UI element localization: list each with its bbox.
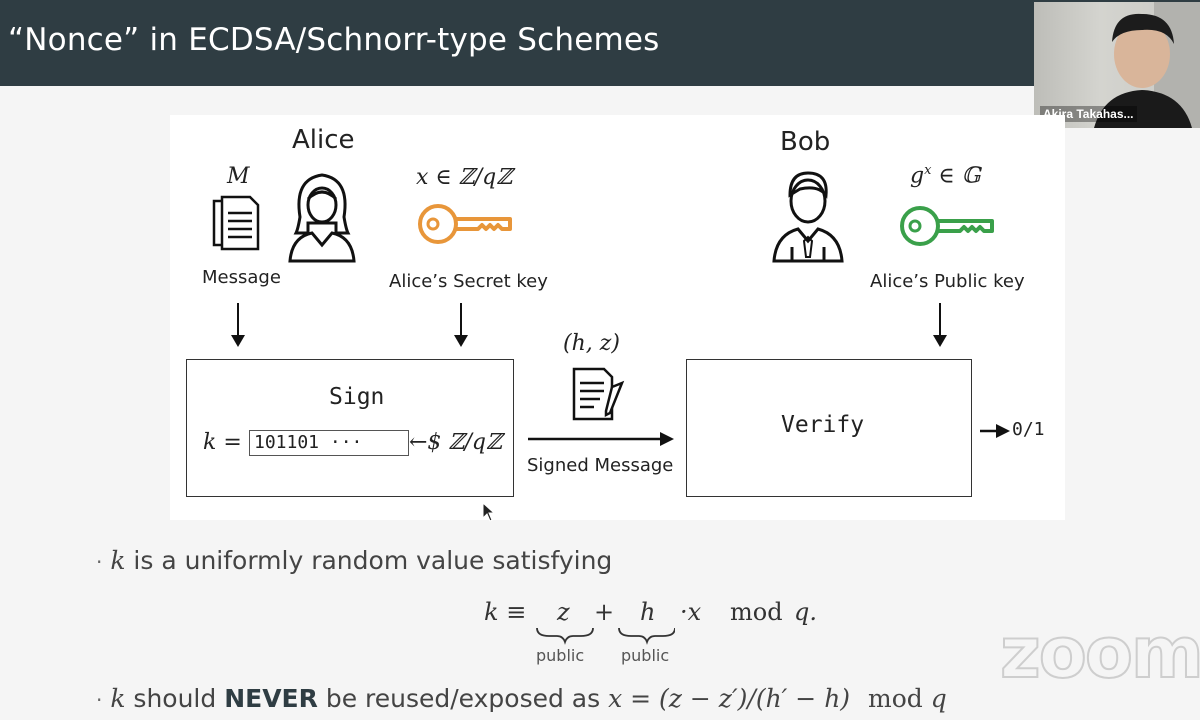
message-arrow: [231, 303, 245, 347]
equation-dot-x: ·x: [680, 598, 702, 626]
document-icon: [212, 195, 260, 251]
public-key-arrow: [933, 303, 947, 347]
slide-title-bar: “Nonce” in ECDSA/Schnorr-type Schemes: [0, 0, 1200, 86]
participant-video-icon: [1094, 2, 1200, 128]
signed-document-icon: [572, 367, 625, 421]
bullet-2: · k should NEVER be reused/exposed as x …: [96, 684, 947, 713]
signature-math: (h, z): [563, 331, 620, 356]
equation-q: q.: [794, 598, 817, 626]
bob-name: Bob: [780, 127, 831, 157]
nonce-k-prefix: k =: [203, 430, 242, 455]
verify-output: 0/1: [1012, 419, 1045, 440]
verify-box: Verify: [686, 359, 972, 497]
public-key-label: Alice’s Public key: [870, 271, 1025, 292]
equation-h: h: [640, 598, 656, 626]
verify-output-arrow: [980, 424, 1010, 438]
signature-arrow: [528, 432, 674, 446]
secret-key-label: Alice’s Secret key: [389, 271, 548, 292]
protocol-diagram: Alice M Message x ∈ ℤ/qℤ Alice’s Secret …: [170, 115, 1065, 520]
equation-underbraces: [536, 627, 675, 645]
woman-avatar-icon: [288, 173, 356, 263]
nonce-equation: k ≡: [484, 598, 527, 626]
underbrace-z-label: public: [536, 646, 585, 665]
nonce-value-field: 101101 ···: [249, 430, 409, 456]
participant-video-tile[interactable]: Akira Takahas...: [1034, 2, 1200, 128]
signed-message-label: Signed Message: [527, 455, 674, 476]
equation-mod: mod: [730, 598, 783, 626]
public-key-math: gx ∈ 𝔾: [910, 163, 981, 189]
secret-key-math: x ∈ ℤ/qℤ: [416, 165, 513, 190]
man-avatar-icon: [772, 171, 844, 263]
zoom-watermark: zoom: [999, 611, 1200, 695]
secret-key-arrow: [454, 303, 468, 347]
mouse-cursor-icon: [482, 502, 496, 522]
sign-box: Sign k = 101101 ··· ←$ ℤ/qℤ: [186, 359, 514, 497]
bullet-1: · k is a uniformly random value satisfyi…: [96, 546, 613, 575]
underbrace-h-label: public: [621, 646, 670, 665]
public-key-icon: [900, 206, 994, 246]
secret-key-icon: [418, 204, 512, 244]
alice-name: Alice: [292, 125, 355, 155]
sign-title: Sign: [329, 384, 385, 410]
message-symbol: M: [227, 164, 250, 189]
slide-title: “Nonce” in ECDSA/Schnorr-type Schemes: [8, 22, 660, 58]
equation-z: z: [557, 598, 570, 626]
message-label: Message: [202, 267, 281, 288]
nonce-sample-domain: ←$ ℤ/qℤ: [409, 430, 503, 455]
equation-plus: +: [594, 598, 615, 626]
verify-title: Verify: [781, 412, 865, 438]
